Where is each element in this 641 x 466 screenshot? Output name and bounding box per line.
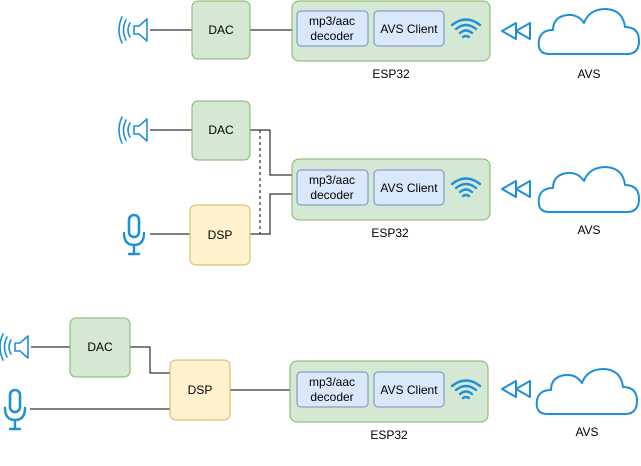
decoder-label-line1: mp3/aac [309,173,355,187]
rewind-arrows-icon [501,22,531,40]
decoder-label-line1: mp3/aac [309,375,355,389]
speaker-icon [118,16,148,44]
dsp-label: DSP [208,228,233,242]
decoder-block [296,371,369,408]
dac-label: DAC [208,123,234,137]
dsp-label: DSP [188,383,213,397]
dsp-block [189,204,251,266]
cloud-icon [535,368,638,415]
rewind-arrows-icon [501,380,531,398]
avs-label: AVS [577,67,600,81]
esp32-label: ESP32 [372,67,410,81]
esp32-label: ESP32 [370,428,408,442]
avs-label: AVS [575,425,598,439]
decoder-block [296,169,369,206]
microphone-icon [3,388,27,431]
cloud-icon [537,8,640,55]
decoder-label-line1: mp3/aac [309,14,355,28]
microphone-icon [122,213,146,256]
dac-label: DAC [208,23,234,37]
avs-client-block [373,371,445,408]
cloud-icon [537,166,640,213]
diagram-1: DAC mp3/aac decoder AVS Client ESP32 AVS [118,0,640,81]
diagram-2: DAC DSP mp3/aac decoder AVS Client ESP32… [118,100,640,266]
decoder-label-line2: decoder [310,188,353,202]
decoder-block [296,10,369,47]
diagram-3: DAC DSP mp3/aac decoder AVS Client ESP32… [0,317,638,442]
decoder-label-line2: decoder [310,390,353,404]
dsp-block [169,359,231,421]
speaker-icon [0,333,29,361]
avs-label: AVS [577,223,600,237]
dac-block [69,317,131,378]
dac-block [191,100,251,161]
avs-client-label: AVS Client [380,181,438,195]
avs-client-label: AVS Client [380,22,438,36]
decoder-label-line2: decoder [310,29,353,43]
esp32-label: ESP32 [371,226,409,240]
speaker-icon [118,116,148,144]
avs-client-block [373,169,445,206]
dac-label: DAC [87,340,113,354]
dac-block [191,0,251,60]
rewind-arrows-icon [501,180,531,198]
avs-client-label: AVS Client [380,383,438,397]
avs-client-block [373,10,445,47]
